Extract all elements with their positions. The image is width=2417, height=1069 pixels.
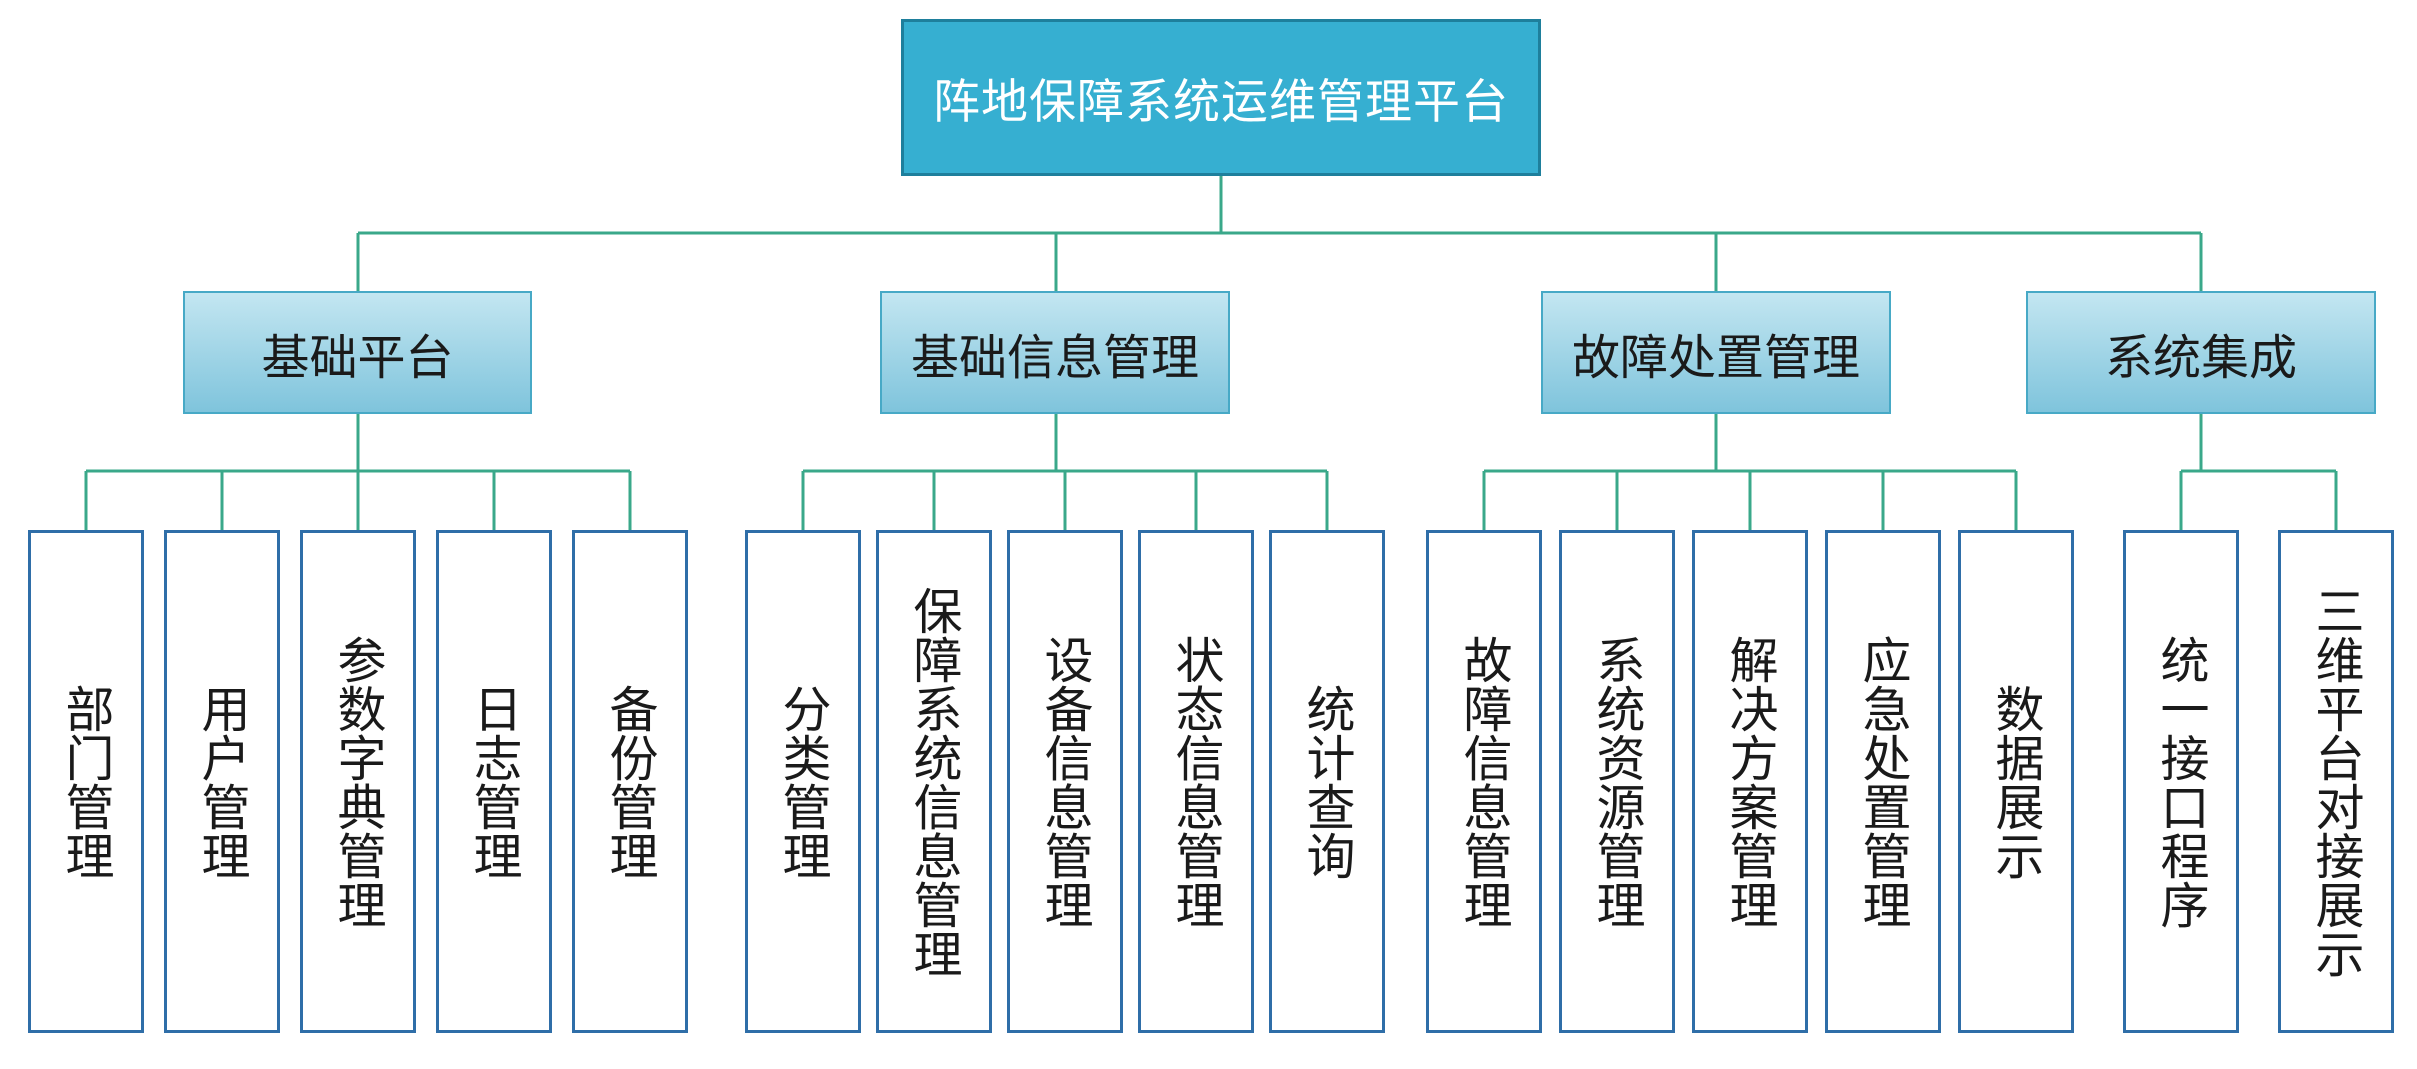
module-node-system-integration: 系统集成 bbox=[2026, 291, 2376, 414]
leaf-node-data-display: 数据展示 bbox=[1958, 530, 2074, 1033]
leaf-node-emergency-mgmt: 应急处置管理 bbox=[1825, 530, 1941, 1033]
leaf-node-log-mgmt: 日志管理 bbox=[436, 530, 552, 1033]
leaf-node-solution-mgmt: 解决方案管理 bbox=[1692, 530, 1808, 1033]
leaf-node-statistics-query: 统计查询 bbox=[1269, 530, 1385, 1033]
leaf-node-system-resource-mgmt: 系统资源管理 bbox=[1559, 530, 1675, 1033]
leaf-node-unified-interface: 统一接口程序 bbox=[2123, 530, 2239, 1033]
leaf-node-department-mgmt: 部门管理 bbox=[28, 530, 144, 1033]
root-node: 阵地保障系统运维管理平台 bbox=[901, 19, 1541, 176]
leaf-node-status-info-mgmt: 状态信息管理 bbox=[1138, 530, 1254, 1033]
leaf-node-user-mgmt: 用户管理 bbox=[164, 530, 280, 1033]
leaf-node-category-mgmt: 分类管理 bbox=[745, 530, 861, 1033]
module-node-basic-platform: 基础平台 bbox=[183, 291, 532, 414]
module-node-basic-info: 基础信息管理 bbox=[880, 291, 1230, 414]
leaf-node-fault-info-mgmt: 故障信息管理 bbox=[1426, 530, 1542, 1033]
leaf-node-3d-platform-display: 三维平台对接展示 bbox=[2278, 530, 2394, 1033]
leaf-node-backup-mgmt: 备份管理 bbox=[572, 530, 688, 1033]
module-node-fault-handling: 故障处置管理 bbox=[1541, 291, 1891, 414]
leaf-node-param-dict-mgmt: 参数字典管理 bbox=[300, 530, 416, 1033]
leaf-node-equipment-info-mgmt: 设备信息管理 bbox=[1007, 530, 1123, 1033]
leaf-node-support-system-info-mgmt: 保障系统信息管理 bbox=[876, 530, 992, 1033]
